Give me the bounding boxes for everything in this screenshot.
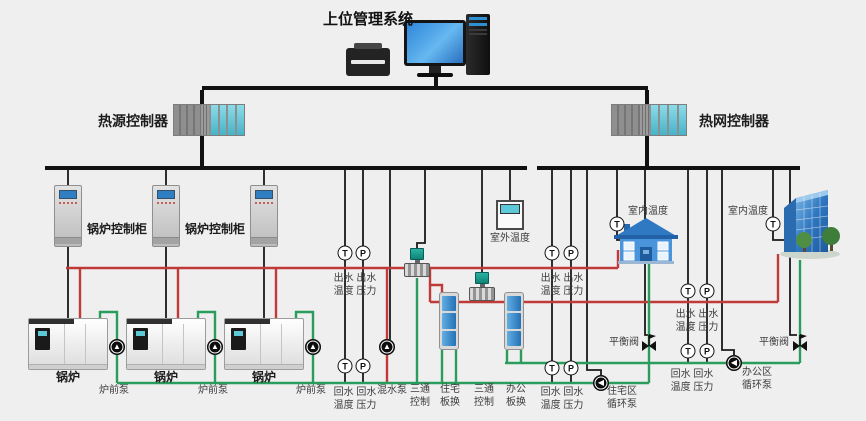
- front-pump-icon: ▲: [305, 339, 321, 355]
- supply-temp-sensor: T: [337, 245, 353, 261]
- boiler-icon: [28, 318, 108, 370]
- office-circ-pump-label: 办公区循环泵: [742, 367, 772, 391]
- supply-temp-sensor: T: [544, 245, 560, 261]
- sensor-letter: T: [549, 363, 555, 373]
- computer-tower-icon: [466, 14, 490, 75]
- front-pump-icon: ▲: [109, 339, 125, 355]
- boiler-label: 锅炉: [153, 370, 179, 384]
- supply-pressure-sensor: P: [699, 283, 715, 299]
- front-pump-icon: ▲: [207, 339, 223, 355]
- monitor-stand: [429, 66, 441, 73]
- office-circ-pump-icon: ◀: [726, 355, 742, 371]
- sensor-letter: T: [549, 248, 555, 258]
- boiler-cabinet-icon: [250, 185, 278, 247]
- sensor-letter: T: [685, 286, 691, 296]
- indoor-temp-sensor: T: [609, 216, 625, 232]
- computer-monitor-icon: [404, 20, 466, 66]
- sensor-letter: P: [703, 286, 710, 296]
- office-hx-label: 办公板换: [506, 384, 526, 408]
- heat-network-controller-label: 热网控制器: [699, 113, 769, 129]
- return-temp-sensor: T: [544, 360, 560, 376]
- supply-sensor-label: 出水 出水温度 压力: [540, 273, 584, 297]
- indoor-temp-label: 室内温度: [628, 206, 668, 217]
- three-way-control-label: 三通控制: [410, 384, 430, 408]
- balance-valve-label: 平衡阀: [759, 337, 789, 348]
- supply-pressure-sensor: P: [355, 245, 371, 261]
- return-pressure-sensor: P: [563, 360, 579, 376]
- boiler-label: 锅炉: [251, 370, 277, 384]
- sensor-letter: T: [342, 361, 348, 371]
- pump-glyph: ▲: [309, 342, 317, 351]
- printer-icon: [346, 43, 390, 76]
- residential-building-icon: [610, 216, 682, 264]
- supply-temp-sensor: T: [680, 283, 696, 299]
- residential-circ-pump-icon: ◀: [593, 375, 609, 391]
- sensor-letter: P: [567, 248, 574, 258]
- boiler-icon: [224, 318, 304, 370]
- pump-glyph: ▲: [113, 342, 121, 351]
- signal-lines: [67, 170, 797, 383]
- heat-source-plc-icon: [173, 104, 245, 136]
- heat-network-plc-icon: [611, 104, 687, 136]
- front-pump-label: 炉前泵: [198, 385, 228, 396]
- sensor-letter: P: [359, 248, 366, 258]
- return-temp-sensor: T: [680, 343, 696, 359]
- office-heat-exchanger-icon: [504, 292, 524, 350]
- return-sensor-label: 回水 回水温度 压力: [540, 387, 584, 411]
- supply-pressure-sensor: P: [563, 245, 579, 261]
- return-sensor-label: 回水 回水温度 压力: [333, 387, 377, 411]
- return-temp-sensor: T: [337, 358, 353, 374]
- pump-glyph: ◀: [597, 378, 605, 387]
- sensor-letter: T: [770, 219, 776, 229]
- boiler-label: 锅炉: [55, 370, 81, 384]
- residential-hx-label: 住宅板换: [440, 384, 460, 408]
- boiler-cabinet-icon: [54, 185, 82, 247]
- three-way-valve-icon: [469, 272, 495, 301]
- return-sensor-label: 回水 回水温度 压力: [670, 369, 714, 393]
- three-way-valve-icon: [404, 248, 430, 277]
- sensor-letter: T: [342, 248, 348, 258]
- sensor-letter: T: [614, 219, 620, 229]
- monitor-base: [417, 73, 453, 77]
- balance-valve-icon: [640, 333, 658, 353]
- mixing-pump-icon: ▲: [379, 339, 395, 355]
- supply-sensor-label: 出水 出水温度 压力: [675, 309, 719, 333]
- front-pump-label: 炉前泵: [296, 385, 326, 396]
- pump-glyph: ▲: [211, 342, 219, 351]
- sensor-letter: P: [567, 363, 574, 373]
- balance-valve-label: 平衡阀: [609, 337, 639, 348]
- return-pressure-sensor: P: [355, 358, 371, 374]
- residential-heat-exchanger-icon: [439, 292, 459, 350]
- indoor-temp-label: 室内温度: [728, 206, 768, 217]
- supply-water-pipes: [66, 250, 780, 383]
- three-way-control-label: 三通控制: [474, 384, 494, 408]
- page-title: 上位管理系统: [322, 11, 414, 28]
- residential-circ-pump-label: 住宅区循环泵: [607, 386, 637, 410]
- indoor-temp-sensor: T: [765, 216, 781, 232]
- balance-valve-icon: [791, 333, 809, 353]
- front-pump-label: 炉前泵: [99, 385, 129, 396]
- supply-sensor-label: 出水 出水温度 压力: [333, 273, 377, 297]
- pump-glyph: ◀: [730, 358, 738, 367]
- boiler-cabinet-icon: [152, 185, 180, 247]
- boiler-cabinet-label: 锅炉控制柜: [86, 222, 148, 236]
- office-building-icon: [774, 188, 844, 264]
- boiler-icon: [126, 318, 206, 370]
- return-pressure-sensor: P: [699, 343, 715, 359]
- sensor-letter: P: [703, 346, 710, 356]
- boiler-cabinet-label: 锅炉控制柜: [184, 222, 246, 236]
- heat-source-controller-label: 热源控制器: [98, 113, 168, 129]
- pump-glyph: ▲: [383, 342, 391, 351]
- sensor-letter: P: [359, 361, 366, 371]
- sensor-letter: T: [685, 346, 691, 356]
- mixing-pump-label: 混水泵: [377, 385, 407, 396]
- outdoor-temp-sensor-icon: [496, 200, 524, 230]
- outdoor-temp-label: 室外温度: [490, 233, 530, 244]
